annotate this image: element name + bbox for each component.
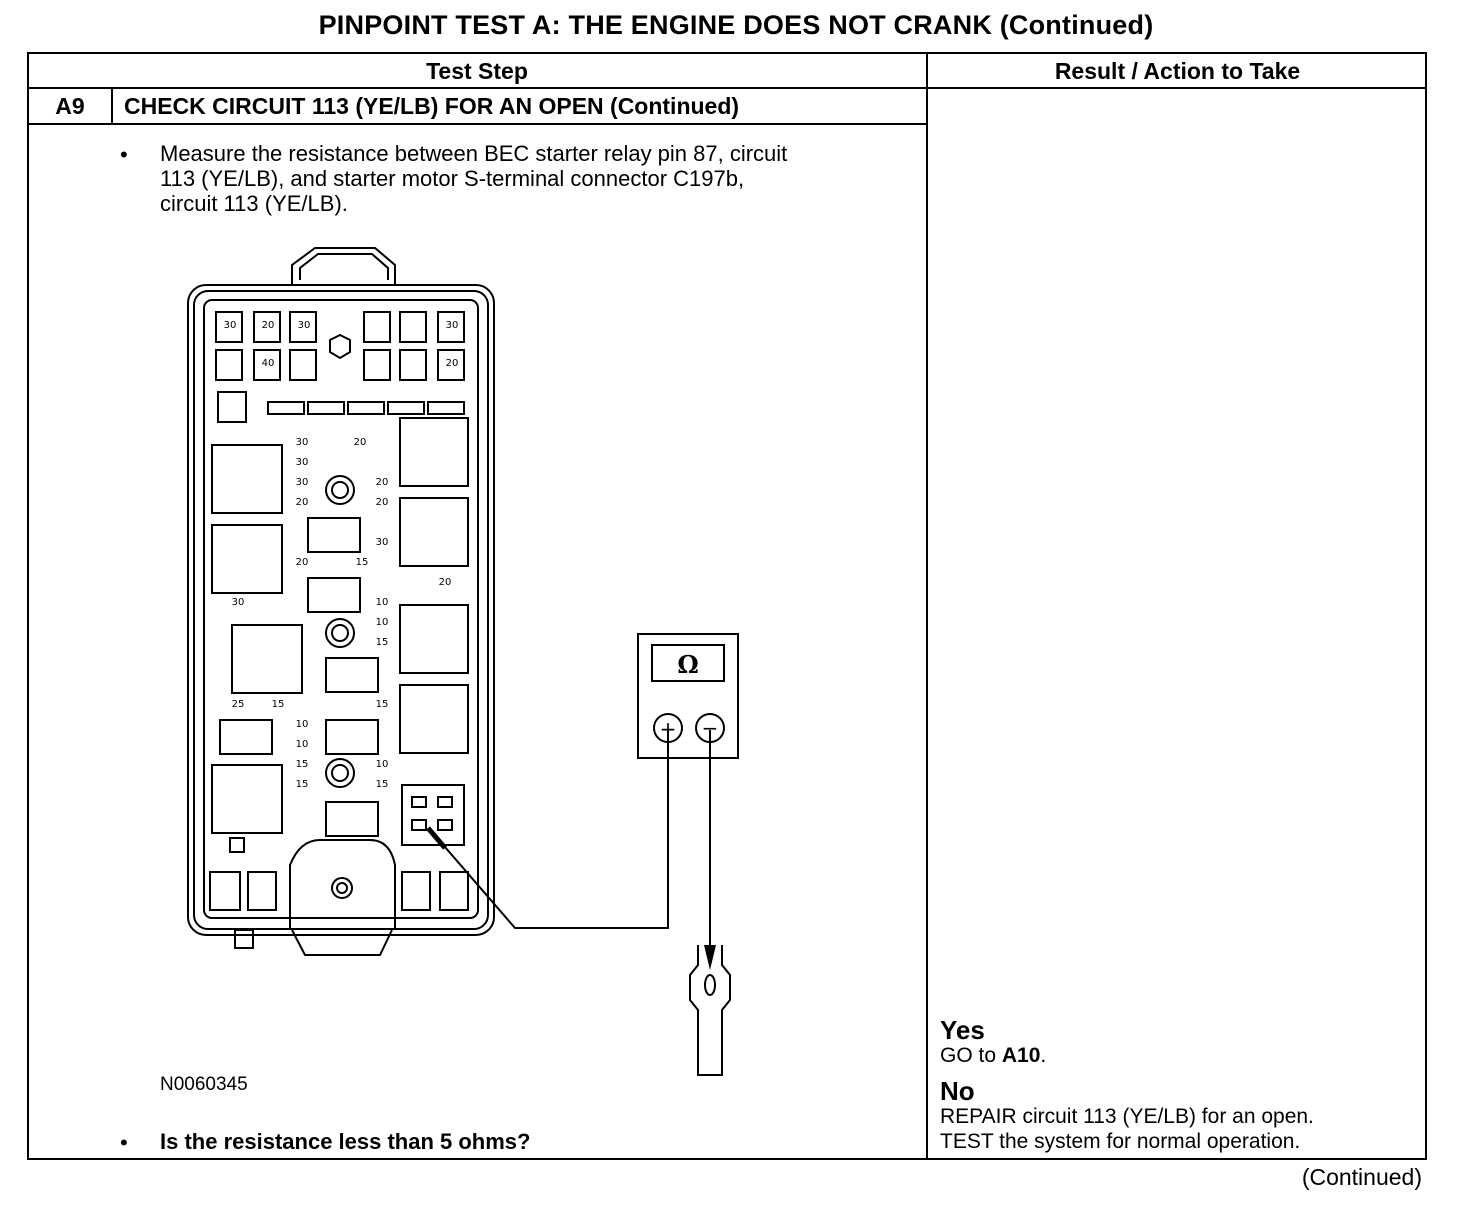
fuse-label: 20 [296,557,309,568]
fuse-label: 15 [272,699,285,710]
fuse-label: 30 [446,320,459,331]
fuse-label: 30 [298,320,311,331]
result-no-label: No [940,1076,975,1106]
fuse-label: 20 [439,577,452,588]
header-divider [27,87,1427,89]
mini-fuse-row-1 [215,311,465,381]
figure-id: N0060345 [160,1074,248,1095]
instruction-line-3: circuit 113 (YE/LB). [160,191,348,216]
fuse-label: 20 [446,358,459,369]
yes-target: A10 [1001,1044,1041,1067]
fuse-label: 30 [232,597,245,608]
fuse-label: 30 [296,437,309,448]
result-no-line-2: TEST the system for normal operation. [940,1130,1301,1153]
fuse-label: 30 [376,537,389,548]
bullet-1: • [120,142,128,167]
fuse-label: 25 [232,699,245,710]
step-id-divider [111,88,113,124]
fuse-label: 40 [262,358,275,369]
fuse-label: 20 [376,477,389,488]
result-no-line-1: REPAIR circuit 113 (YE/LB) for an open. [940,1105,1314,1128]
fuse-label: 15 [376,779,389,790]
instruction-text: Measure the resistance between BEC start… [160,141,920,216]
step-id: A9 [55,93,85,119]
fuse-label: 10 [376,617,389,628]
step-row-divider [27,123,927,125]
table-frame [27,52,1427,1160]
fuse-label: 15 [296,759,309,770]
yes-prefix: GO to [940,1044,1002,1067]
fuse-label: 30 [296,457,309,468]
plus-symbol: + [660,717,677,741]
fuse-label: 20 [262,320,275,331]
question-text: Is the resistance less than 5 ohms? [160,1129,531,1154]
column-divider [926,52,928,1160]
fuse-label: 20 [354,437,367,448]
result-yes-text: GO to A10. [940,1043,1046,1068]
fuse-label: 15 [296,779,309,790]
fuse-label: 30 [224,320,237,331]
fuse-label: 10 [296,719,309,730]
result-yes-label: Yes [940,1015,985,1045]
header-test-step: Test Step [426,58,528,84]
fuse-label: 10 [376,759,389,770]
fuse-label: 30 [296,477,309,488]
ohm-symbol: Ω [677,650,698,679]
fuse-label: 15 [376,699,389,710]
fuse-label: 10 [376,597,389,608]
minus-symbol: − [702,716,719,740]
header-result: Result / Action to Take [1054,58,1301,84]
fuse-label: 10 [296,739,309,750]
fuse-label: 20 [296,497,309,508]
fuse-label: 20 [376,497,389,508]
step-title: CHECK CIRCUIT 113 (YE/LB) FOR AN OPEN (C… [124,93,740,119]
fuse-label: 15 [356,557,369,568]
instruction-line-2: 113 (YE/LB), and starter motor S-termina… [160,166,745,191]
fuse-label: 15 [376,637,389,648]
continued-footer: (Continued) [1301,1164,1422,1190]
instruction-line-1: Measure the resistance between BEC start… [160,141,788,166]
yes-suffix: . [1040,1044,1047,1067]
fuse-box-diagram: Ω + − 30 30 30 20 20 20 20 30 20 15 20 30 10 10 15 25 15… [187,247,739,1076]
bullet-2: • [120,1130,128,1155]
page-title: PINPOINT TEST A: THE ENGINE DOES NOT CRA… [318,10,1154,40]
